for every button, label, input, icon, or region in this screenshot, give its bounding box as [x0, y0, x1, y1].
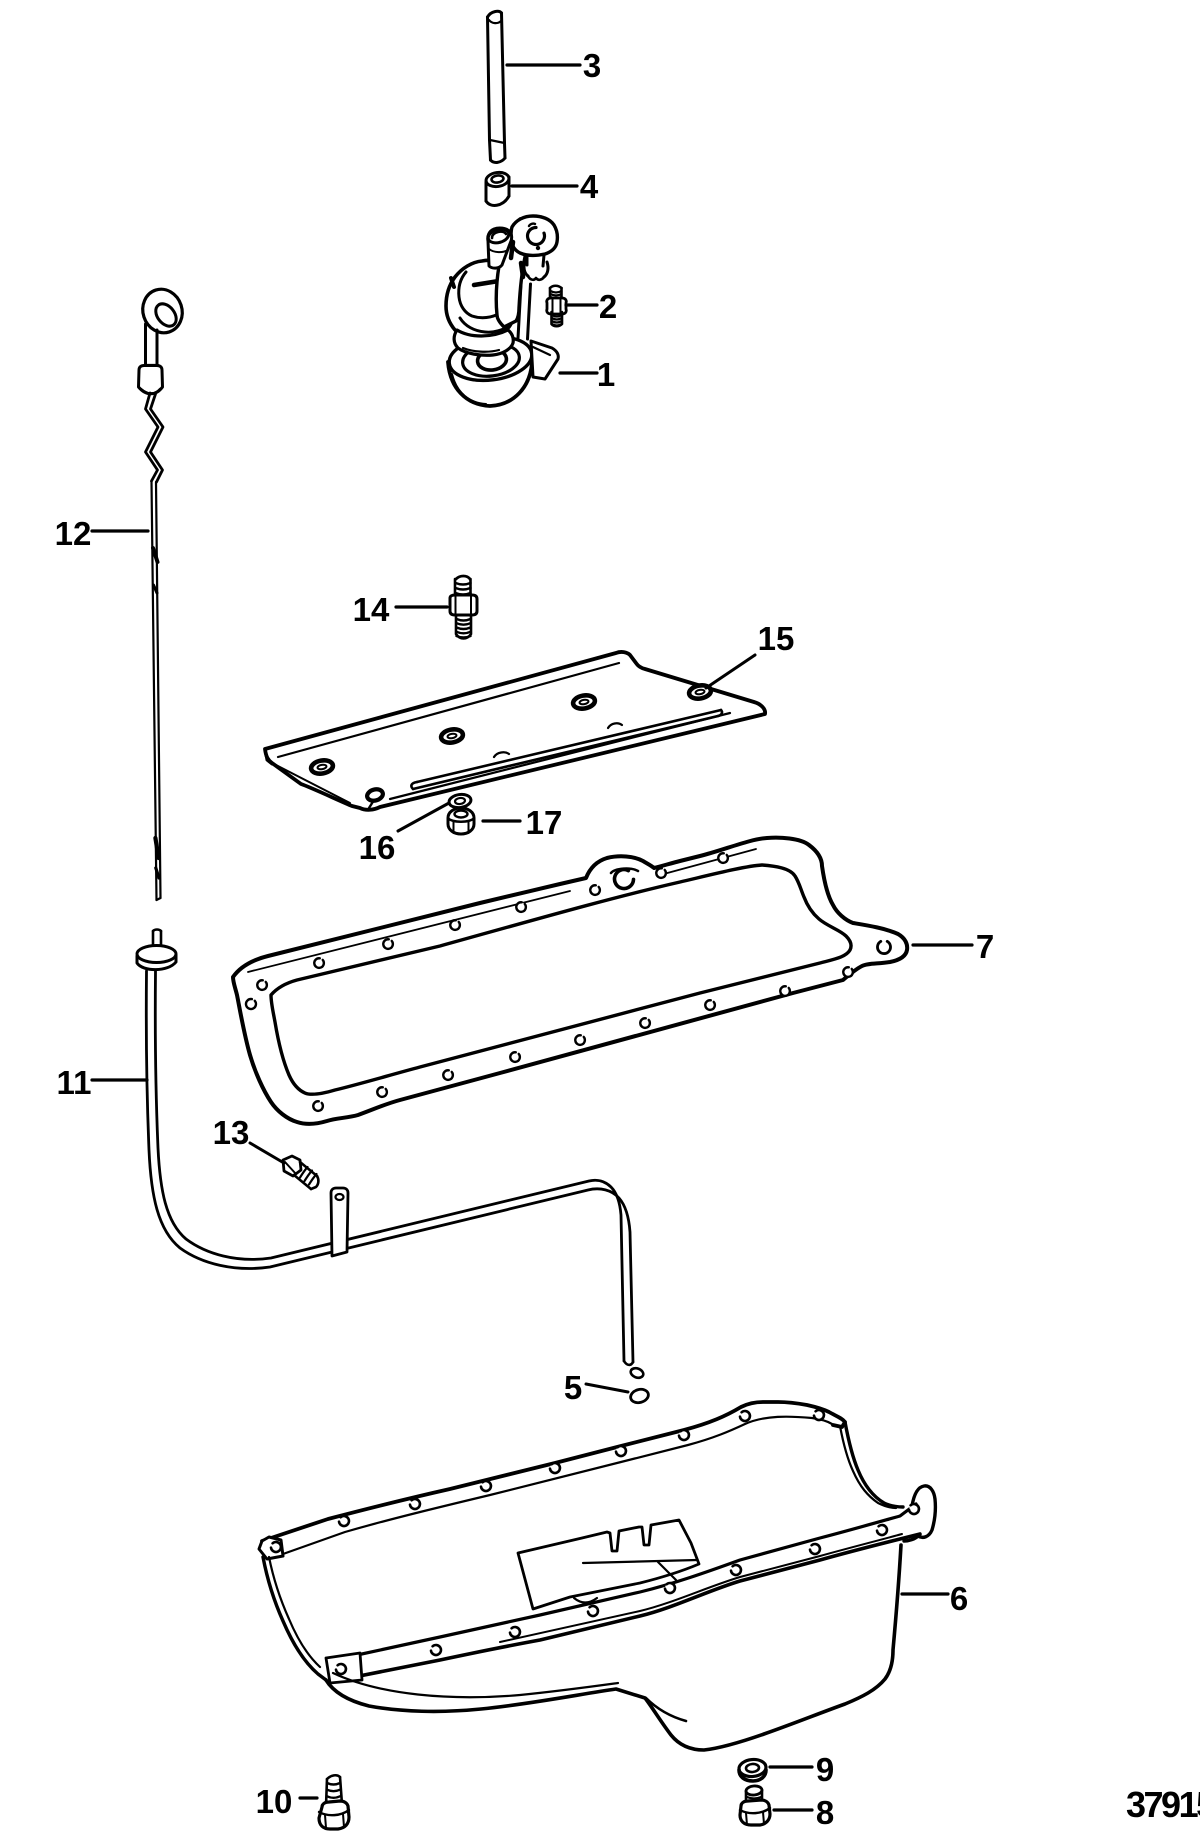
- svg-text:5: 5: [564, 1369, 582, 1406]
- svg-text:16: 16: [359, 829, 396, 866]
- svg-text:2: 2: [599, 288, 617, 325]
- svg-text:11: 11: [57, 1064, 92, 1101]
- svg-text:1: 1: [597, 356, 615, 393]
- svg-text:3: 3: [583, 47, 601, 84]
- svg-text:14: 14: [353, 591, 390, 628]
- svg-text:9: 9: [816, 1751, 834, 1788]
- svg-text:4: 4: [580, 168, 599, 205]
- svg-text:10: 10: [256, 1783, 293, 1820]
- svg-text:12: 12: [55, 515, 92, 552]
- svg-text:37915: 37915: [1126, 1784, 1200, 1825]
- svg-text:6: 6: [950, 1580, 968, 1617]
- svg-text:17: 17: [526, 804, 563, 841]
- svg-text:7: 7: [976, 928, 994, 965]
- svg-text:13: 13: [213, 1114, 250, 1151]
- svg-text:8: 8: [816, 1794, 834, 1831]
- svg-text:15: 15: [758, 620, 795, 657]
